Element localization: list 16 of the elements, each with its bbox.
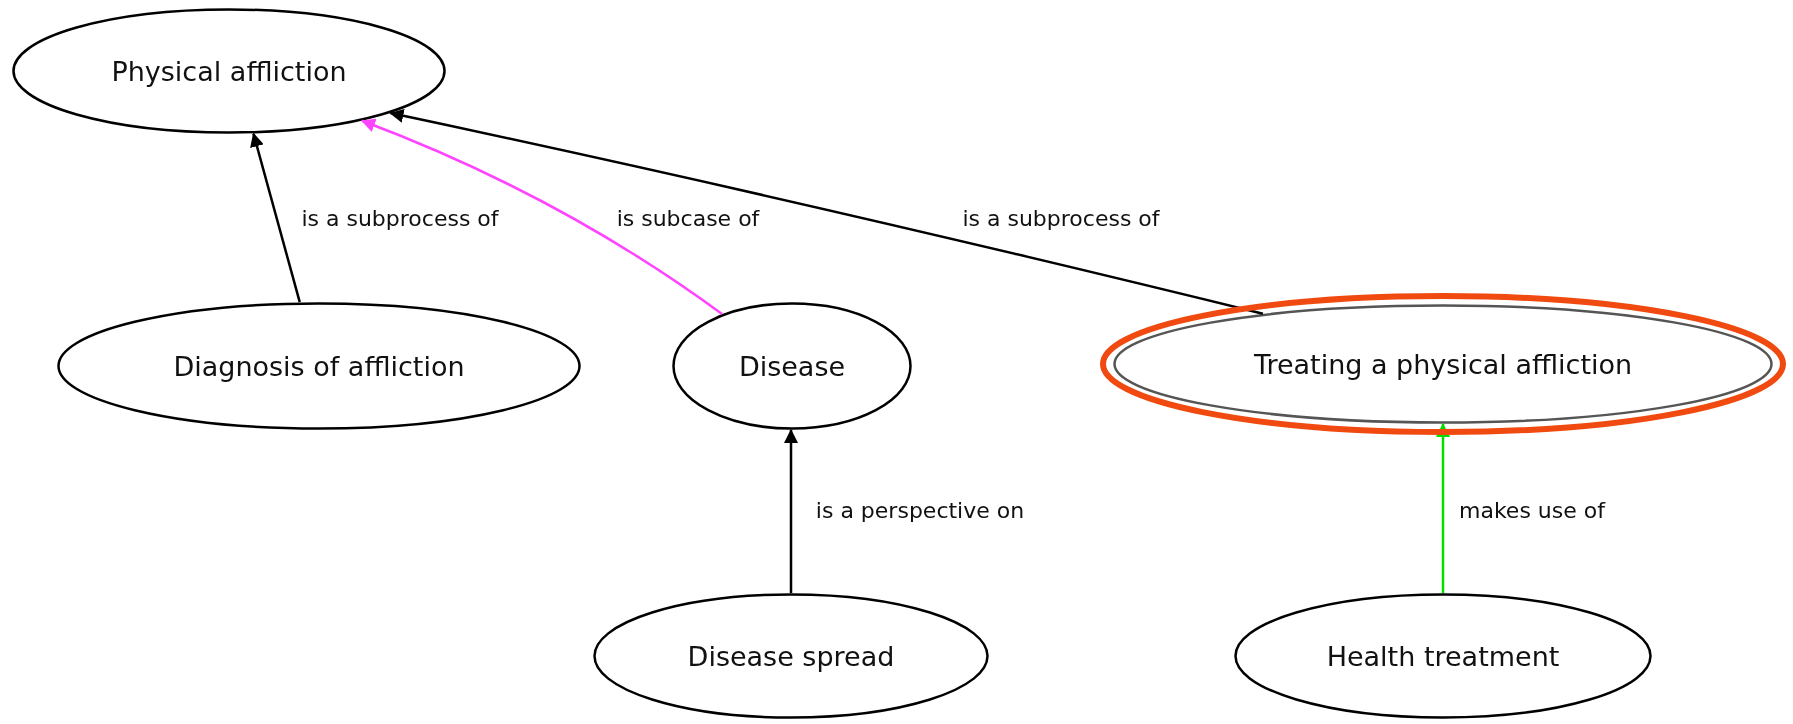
arrow: [361, 118, 723, 315]
arrow: [1436, 423, 1450, 593]
edge-label: is a subprocess of: [301, 205, 499, 231]
arrow: [389, 108, 1264, 315]
edge-label: makes use of: [1459, 497, 1605, 523]
node-label: Health treatment: [1326, 640, 1560, 672]
node-label: Disease spread: [687, 640, 895, 672]
arrow: [250, 132, 301, 303]
edge-label: is a perspective on: [815, 497, 1025, 523]
arrow: [784, 429, 799, 593]
edge-label: is a subprocess of: [962, 205, 1160, 231]
node-label: Physical affliction: [111, 55, 347, 87]
node-label: Disease: [738, 350, 846, 382]
node-label: Diagnosis of affliction: [173, 350, 465, 382]
edge-label: is subcase of: [616, 205, 760, 231]
node-label: Treating a physical affliction: [1253, 348, 1633, 380]
